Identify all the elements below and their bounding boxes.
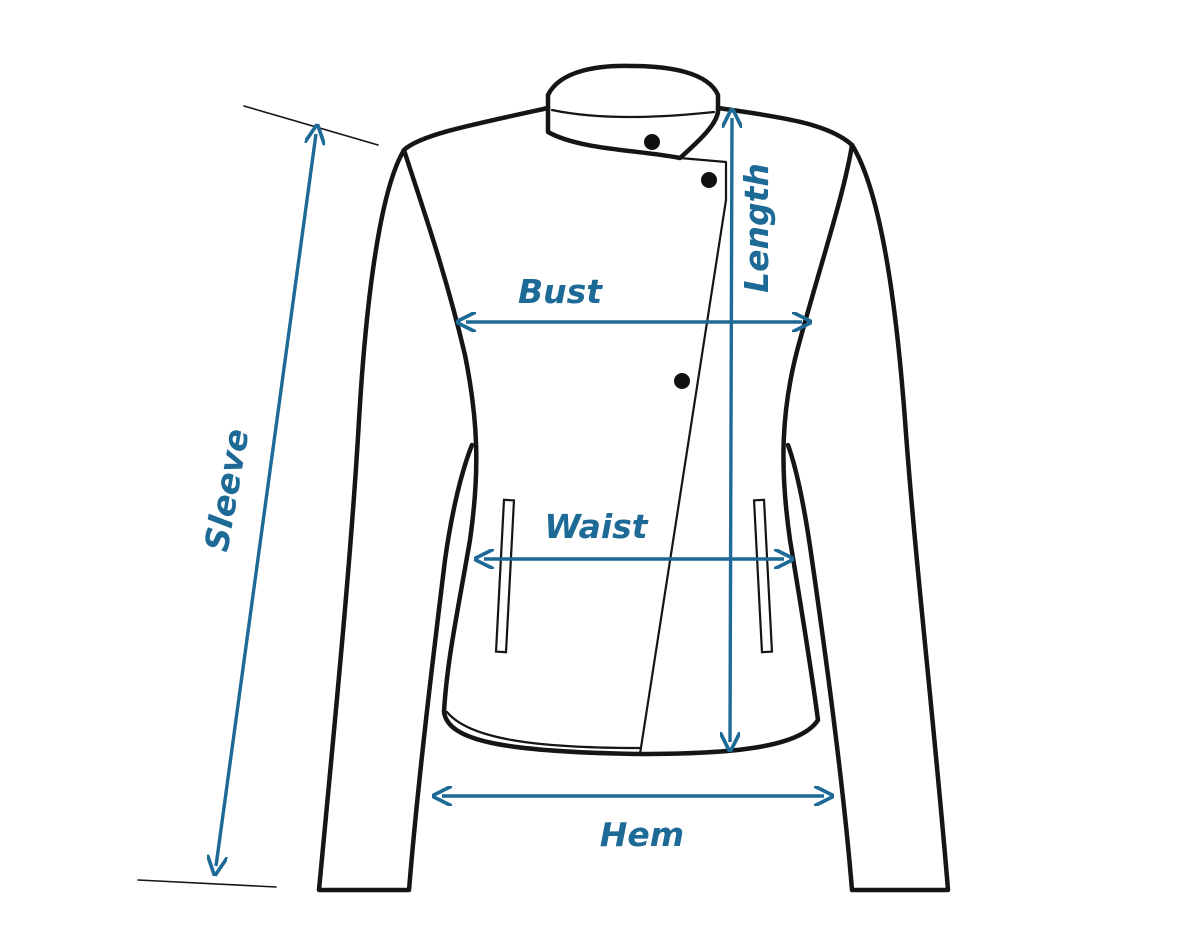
sleeve-bottom-reference-line xyxy=(137,879,277,888)
waist-label: Waist xyxy=(544,507,648,546)
sleeve-label: Sleeve xyxy=(197,426,257,555)
right-sleeve xyxy=(785,142,951,893)
length-arrow xyxy=(730,118,732,742)
left-sleeve xyxy=(316,147,475,893)
bust-label: Bust xyxy=(518,272,603,311)
right-pocket xyxy=(752,498,774,654)
button-middle xyxy=(674,373,690,389)
measurement-lines xyxy=(216,118,824,866)
collar xyxy=(545,63,721,161)
hem-label: Hem xyxy=(600,815,684,854)
front-opening xyxy=(638,156,728,756)
button-top xyxy=(701,172,717,188)
jacket-body xyxy=(401,105,855,757)
sleeve-top-reference-line xyxy=(243,105,379,146)
button-collar xyxy=(644,134,660,150)
hem-line xyxy=(445,710,642,750)
jacket-outline xyxy=(316,63,951,893)
collar-inner-line xyxy=(550,108,716,119)
length-label: Length xyxy=(737,163,776,293)
left-pocket xyxy=(494,498,516,654)
sleeve-arrow xyxy=(216,134,316,866)
